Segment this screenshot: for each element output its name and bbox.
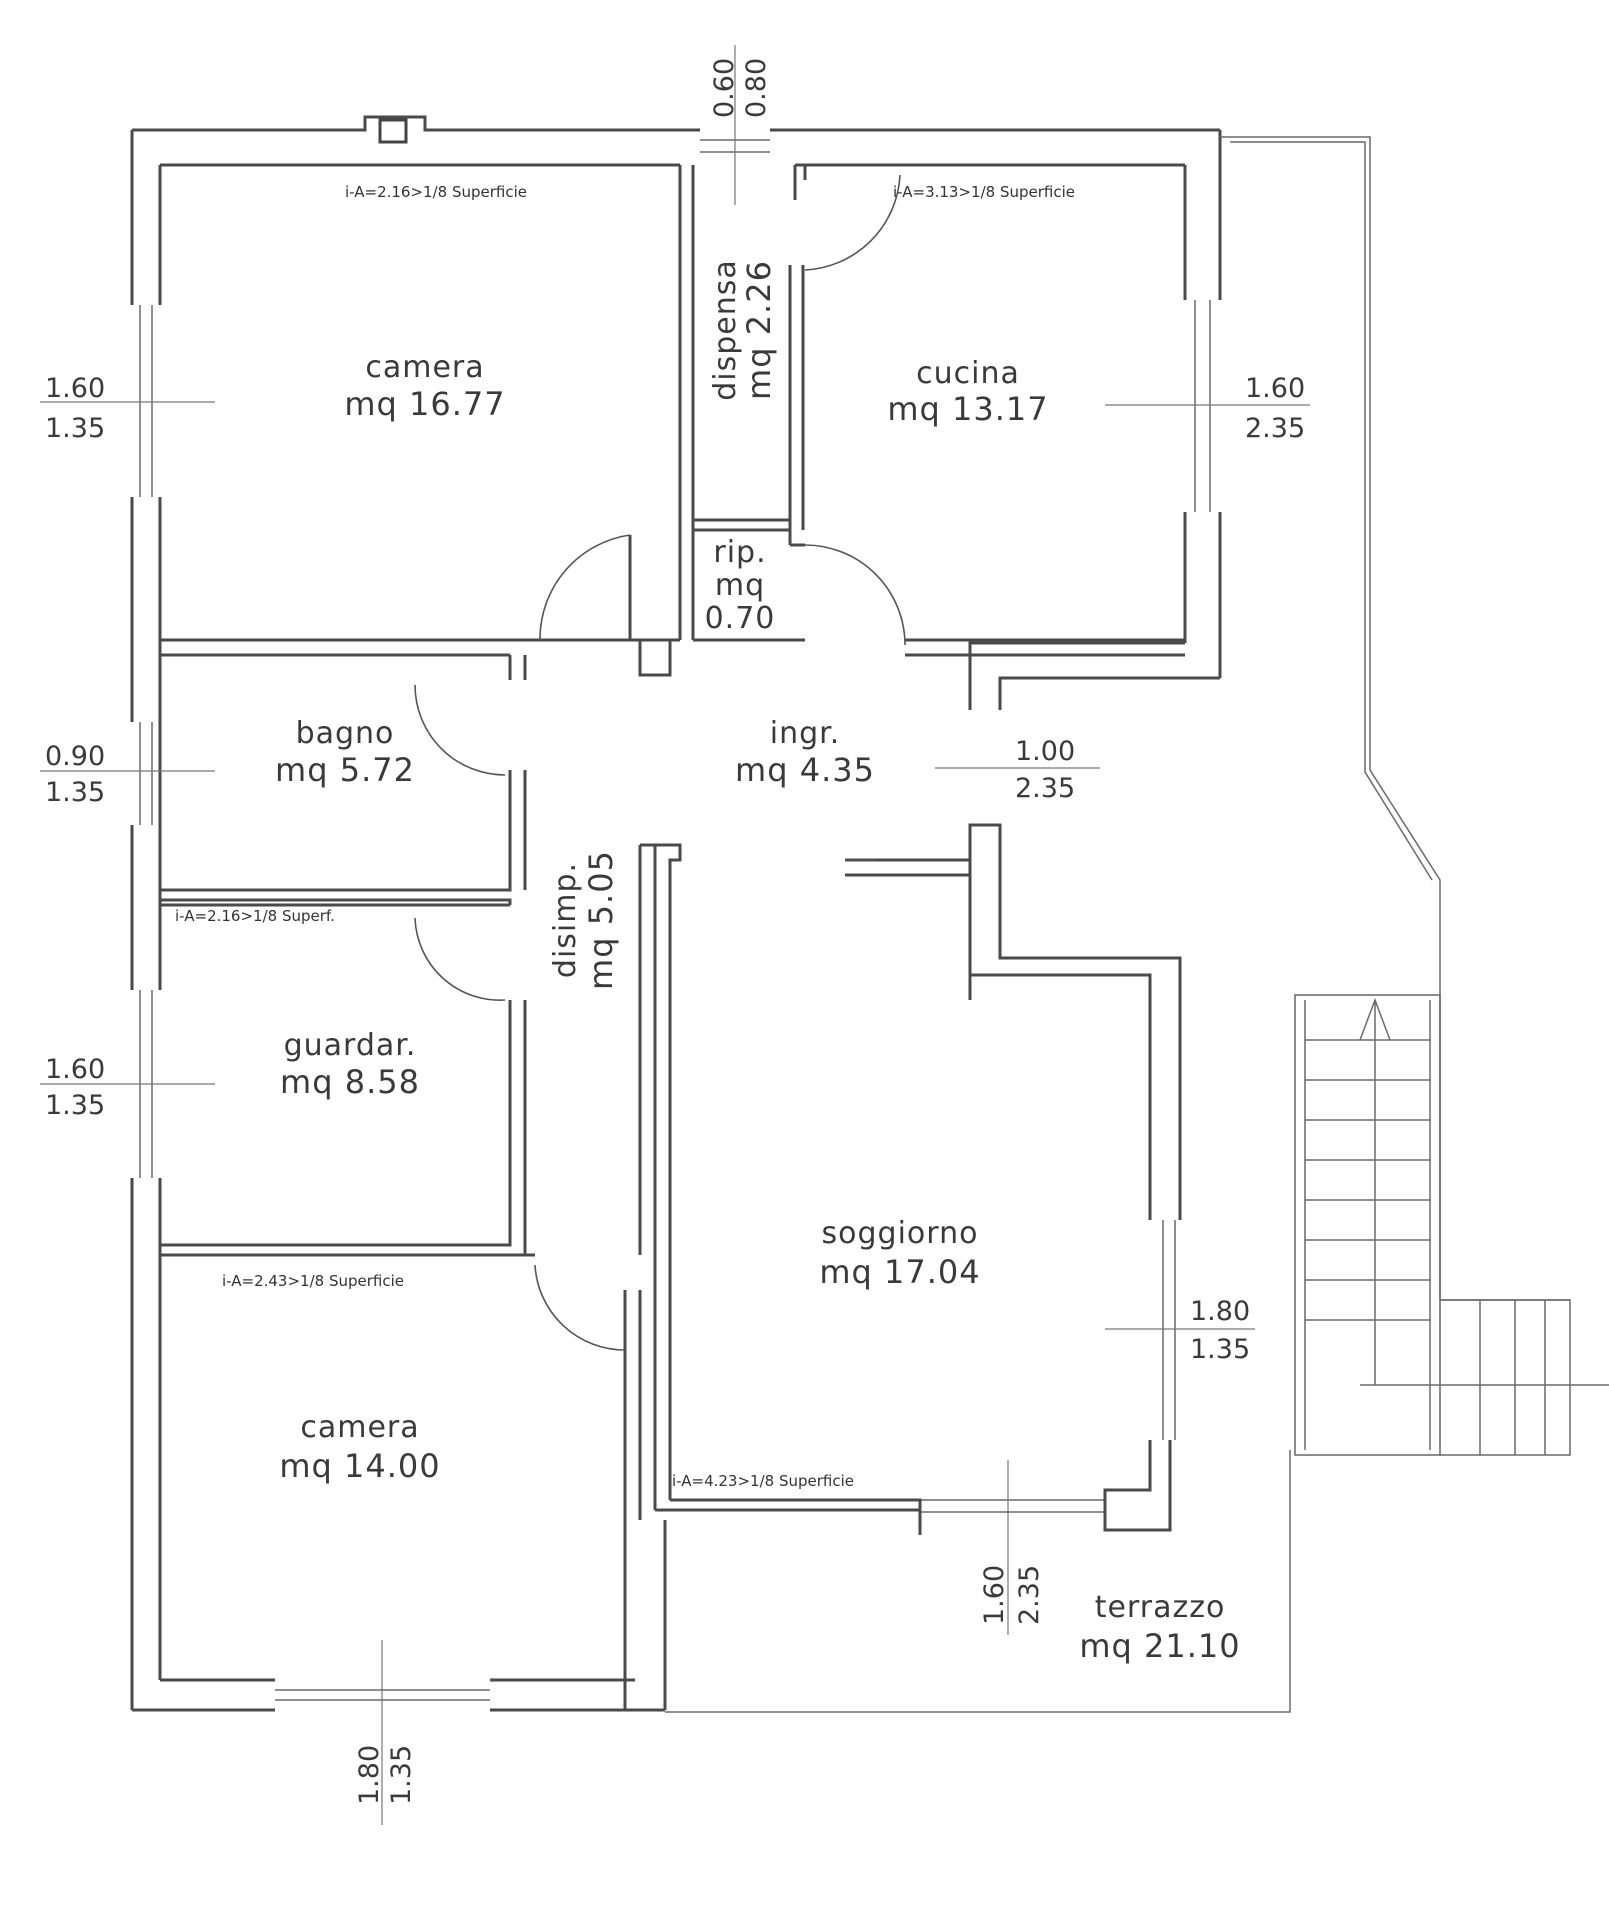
room-name-guardaroba: guardar. (284, 1028, 417, 1063)
dim-left-camera1-top: 1.60 (45, 373, 105, 404)
illumination-notes: i-A=2.16>1/8 Superficie i-A=3.13>1/8 Sup… (175, 183, 1075, 1490)
interior-walls (158, 165, 1185, 1710)
room-guardaroba: guardar. mq 8.58 (280, 1028, 420, 1101)
room-name-camera-2: camera (300, 1410, 419, 1445)
room-terrazzo: terrazzo mq 21.10 (1079, 1590, 1240, 1665)
room-area-soggiorno: mq 17.04 (819, 1253, 980, 1291)
staircase (1294, 994, 1609, 1456)
room-name-camera-1: camera (365, 350, 484, 385)
room-area-terrazzo: mq 21.10 (1079, 1627, 1240, 1665)
dim-ingresso-top: 1.00 (1015, 736, 1075, 767)
note-camera-1: i-A=2.16>1/8 Superficie (345, 183, 527, 201)
dim-left-bagno-bottom: 1.35 (45, 777, 105, 808)
room-area-ingresso: mq 4.35 (735, 751, 875, 789)
dim-left-camera1-bottom: 1.35 (45, 413, 105, 444)
room-name-disimp: disimp. (548, 862, 583, 978)
room-area-dispensa: mq 2.26 (740, 260, 778, 400)
dim-right-soggiorno-bottom: 1.35 (1190, 1334, 1250, 1365)
room-soggiorno: soggiorno mq 17.04 (819, 1216, 980, 1291)
room-area-label-rip: mq (715, 568, 765, 603)
dim-bottom-camera2-top: 1.80 (354, 1745, 385, 1805)
note-cucina: i-A=3.13>1/8 Superficie (893, 183, 1075, 201)
room-disimpegno: disimp. mq 5.05 (548, 850, 620, 990)
note-bagno-guardaroba: i-A=2.16>1/8 Superf. (175, 907, 335, 925)
room-area-disimp: mq 5.05 (582, 850, 620, 990)
room-name-ingresso: ingr. (770, 716, 841, 751)
dim-ingresso-bottom: 2.35 (1015, 773, 1075, 804)
dim-top-center-top: 0.60 (709, 58, 740, 118)
room-area-guardaroba: mq 8.58 (280, 1063, 420, 1101)
dim-left-bagno-top: 0.90 (45, 741, 105, 772)
room-area-camera-1: mq 16.77 (344, 385, 505, 423)
note-camera-2: i-A=2.43>1/8 Superficie (222, 1272, 404, 1290)
room-bagno: bagno mq 5.72 (275, 716, 415, 789)
room-name-rip: rip. (713, 535, 766, 570)
room-name-cucina: cucina (916, 356, 1020, 391)
room-ingresso: ingr. mq 4.35 (735, 716, 875, 789)
dim-right-soggiorno-top: 1.80 (1190, 1296, 1250, 1327)
room-name-dispensa: dispensa (708, 259, 743, 401)
dim-bottom-camera2-bottom: 1.35 (386, 1745, 417, 1805)
dim-right-cucina-top: 1.60 (1245, 373, 1305, 404)
room-dispensa: dispensa mq 2.26 (708, 259, 778, 401)
room-name-bagno: bagno (296, 716, 395, 751)
dim-bottom-soggiorno-bottom: 2.35 (1014, 1565, 1045, 1625)
room-cucina: cucina mq 13.17 (887, 356, 1048, 428)
room-ripostiglio: rip. mq 0.70 (705, 535, 776, 636)
dimension-lines (40, 45, 1310, 1825)
room-camera-1: camera mq 16.77 (344, 350, 505, 423)
room-area-cucina: mq 13.17 (887, 390, 1048, 428)
dim-left-guardaroba-top: 1.60 (45, 1054, 105, 1085)
note-soggiorno: i-A=4.23>1/8 Superficie (672, 1472, 854, 1490)
room-name-terrazzo: terrazzo (1095, 1590, 1226, 1625)
opening-dims: 0.60 0.80 1.60 1.35 1.60 2.35 0.90 1.35 … (45, 58, 1305, 1805)
chimney (378, 118, 408, 144)
dim-bottom-soggiorno-top: 1.60 (979, 1565, 1010, 1625)
dim-top-center-bottom: 0.80 (741, 58, 772, 118)
room-camera-2: camera mq 14.00 (279, 1410, 440, 1485)
dim-right-cucina-bottom: 2.35 (1245, 413, 1305, 444)
room-area-bagno: mq 5.72 (275, 751, 415, 789)
door-swings (414, 174, 906, 1351)
dim-left-guardaroba-bottom: 1.35 (45, 1090, 105, 1121)
room-area-camera-2: mq 14.00 (279, 1447, 440, 1485)
room-name-soggiorno: soggiorno (822, 1216, 979, 1251)
room-area-value-rip: 0.70 (705, 601, 776, 636)
